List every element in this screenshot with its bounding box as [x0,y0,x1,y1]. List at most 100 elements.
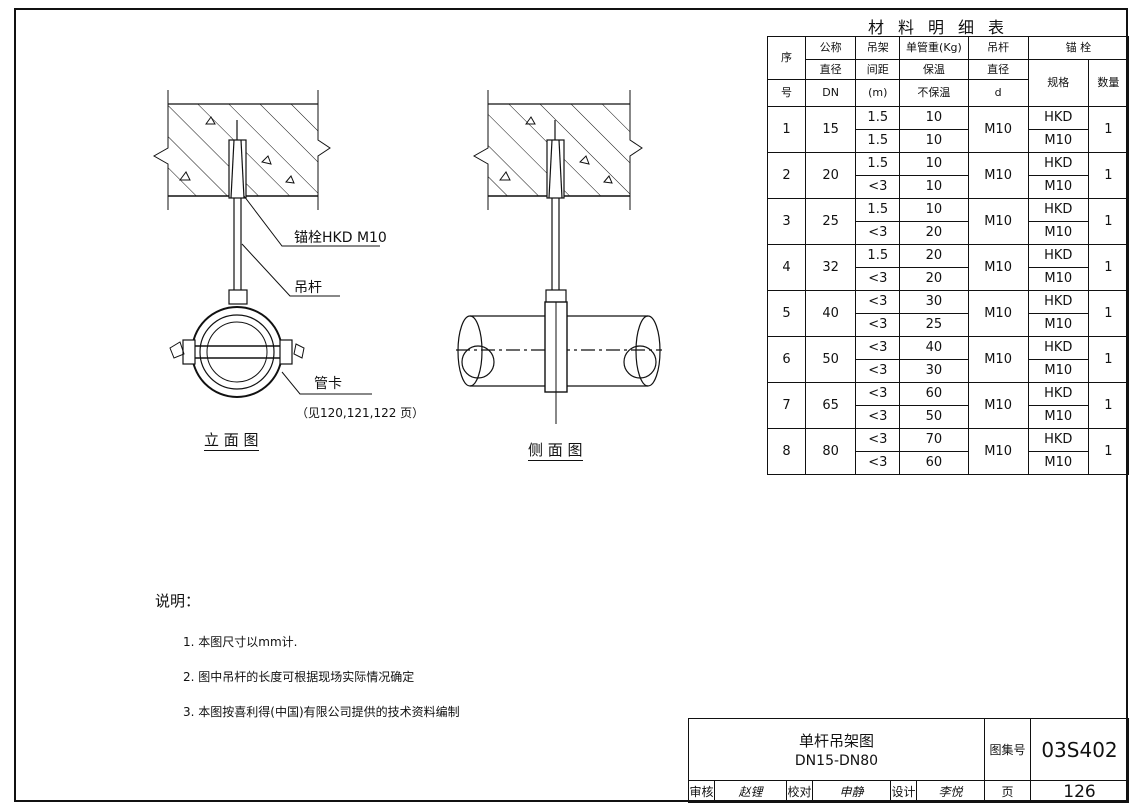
anchor-bolt [228,120,247,199]
anchor-bolt-side [546,120,565,199]
header-rod: 吊杆 [967,36,1029,60]
hanger-rod [233,198,242,292]
cell-span: <3 [855,313,901,337]
elevation-title: 立 面 图 [204,431,259,451]
cell-span: 1.5 [855,198,901,222]
anchor-label: 锚栓HKD M10 [294,230,387,246]
cell-weight-uninsulated: 25 [899,313,969,337]
cell-seq: 8 [766,428,807,475]
cell-seq: 6 [766,336,807,383]
cell-spec: M10 [1027,313,1089,337]
cell-rod: M10 [967,336,1029,383]
cell-weight-uninsulated: 50 [899,405,969,429]
cell-qty: 1 [1087,382,1130,429]
cell-spec: M10 [1027,267,1089,291]
clamp-label: 管卡 [314,376,342,392]
check-label: 校对 [787,781,813,803]
cell-span: <3 [855,267,901,291]
header-insulated: 保温 [899,59,969,80]
cell-span: 1.5 [855,129,901,153]
cell-dn: 50 [805,336,857,383]
header-spec: 规格 [1027,59,1089,107]
cell-dn: 32 [805,244,857,291]
cell-span: 1.5 [855,244,901,268]
cell-seq: 5 [766,290,807,337]
cell-dn: 25 [805,198,857,245]
cell-dn: 20 [805,152,857,199]
cell-seq: 7 [766,382,807,429]
design-signature: 李悦 [917,781,985,803]
cell-weight-insulated: 40 [899,336,969,360]
cell-dn: 80 [805,428,857,475]
cell-spec: M10 [1027,451,1089,475]
cell-span: <3 [855,359,901,383]
cell-spec: HKD [1027,152,1089,176]
cell-span: <3 [855,451,901,475]
cell-spec: M10 [1027,359,1089,383]
cell-spec: HKD [1027,198,1089,222]
cell-span: <3 [855,175,901,199]
cell-span: <3 [855,221,901,245]
cell-rod: M10 [967,198,1029,245]
cell-spec: HKD [1027,336,1089,360]
side-view-title: 侧 面 图 [528,441,583,461]
cell-rod: M10 [967,152,1029,199]
review-signature: 赵锂 [715,781,787,803]
cell-seq: 2 [766,152,807,199]
cell-dn: 65 [805,382,857,429]
drawing-subtitle: DN15-DN80 [794,753,879,769]
cell-rod: M10 [967,244,1029,291]
cell-weight-uninsulated: 60 [899,451,969,475]
drawing-title-cell: 单杆吊架图 DN15-DN80 [689,719,985,781]
header-span-2: 间距 [855,59,901,80]
header-qty: 数量 [1087,59,1130,107]
cell-weight-uninsulated: 10 [899,129,969,153]
header-dn-2: 直径 [805,59,857,80]
cell-seq: 4 [766,244,807,291]
cell-span: <3 [855,382,901,406]
rod-label: 吊杆 [294,280,322,296]
cell-qty: 1 [1087,198,1130,245]
cell-weight-insulated: 10 [899,152,969,176]
cell-dn: 15 [805,106,857,153]
cell-weight-uninsulated: 20 [899,267,969,291]
header-dn-3: DN [805,79,857,107]
header-weight: 单管重(Kg) [899,36,969,60]
rod-nut [228,289,248,305]
cell-seq: 1 [766,106,807,153]
note-item: 1. 本图尺寸以mm计. [183,635,298,649]
cell-spec: M10 [1027,221,1089,245]
cell-spec: HKD [1027,106,1089,130]
cell-rod: M10 [967,290,1029,337]
drawing-title: 单杆吊架图 [798,732,874,750]
cell-spec: M10 [1027,405,1089,429]
header-uninsulated: 不保温 [899,79,969,107]
cell-weight-uninsulated: 20 [899,221,969,245]
cell-weight-uninsulated: 30 [899,359,969,383]
cell-rod: M10 [967,106,1029,153]
cell-weight-insulated: 30 [899,290,969,314]
page-number: 126 [1031,781,1129,803]
notes-title: 说明： [155,592,201,610]
cell-spec: M10 [1027,175,1089,199]
header-seq: 序 [766,36,807,80]
cell-qty: 1 [1087,152,1130,199]
title-block: 单杆吊架图 DN15-DN80 图集号 03S402 审核 赵锂 校对 申静 设… [688,718,1129,803]
cell-span: 1.5 [855,106,901,130]
materials-table: 序 公称 吊架 单管重(Kg) 吊杆 锚 栓 直径 间距 保温 直径 规格 数量… [766,36,1130,475]
cell-spec: HKD [1027,382,1089,406]
note-item: 3. 本图按喜利得(中国)有限公司提供的技术资料编制 [183,705,460,719]
header-dn: 公称 [805,36,857,60]
cell-dn: 40 [805,290,857,337]
cell-span: <3 [855,290,901,314]
